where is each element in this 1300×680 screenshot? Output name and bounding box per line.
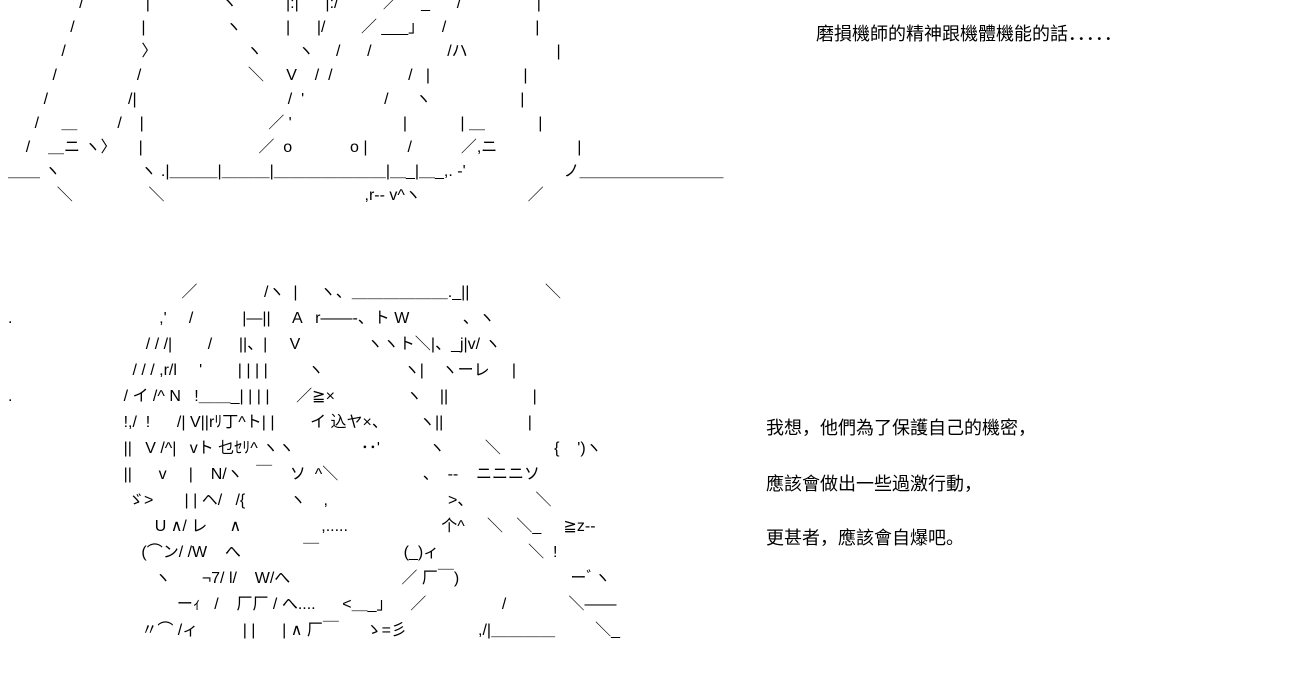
dialogue-caption-4: 更甚者，應該會自爆吧。 [766,528,964,549]
ascii-art-line: U ∧/ レ ∧ ,..... 个^ ＼ ＼_ ≧z-- [8,518,596,535]
ascii-art-line: / ＿ニ ヽ〉 | ／ o o | / ／,ニ | [8,139,582,156]
ascii-art-line: / / ＼ V / / / | | [8,67,528,84]
ascii-art-line: 〃⌒ /ィ | | | ∧ 厂￣ ゝ=彡 ,/|＿＿＿＿ ＼_ [8,622,620,639]
ascii-art-line: ＿＿ ヽ ヽ .|＿＿＿|＿＿＿|＿＿＿＿＿＿＿|＿_|＿_,. -' ノ＿＿＿… [8,163,724,180]
ascii-art-line: / 〉 ヽ ヽ / / /ハ | [8,43,561,60]
ascii-art-line: ＼ ＼ ,r-- v^ヽ ／ [8,187,544,204]
ascii-art-line: / | ヽ |:| |:/ ／ _ / | [8,0,541,12]
ascii-art-line: ／ /ヽ | ヽ、＿＿＿＿＿＿._|| ＼ [8,284,561,301]
dialogue-caption-1: 磨損機師的精神跟機體機能的話．．．．． [816,24,1122,45]
dialogue-caption-2: 我想，他們為了保護自己的機密， [766,418,1036,439]
ascii-art-line: / / /| / ||、| V ヽヽト＼|、_j|v/ ヽ [8,336,501,353]
ascii-art-character-bottom: ／ /ヽ | ヽ、＿＿＿＿＿＿._|| ＼ . ,' / |―|| A r――-、… [8,280,620,644]
ascii-art-line: !,/ ! /| V||rﾘ丁^ト| | イ 込ヤ×、 ヽ|| | [8,414,532,431]
ascii-art-line: . ,' / |―|| A r――-、ト W 、ヽ [8,310,495,327]
dialogue-caption-3: 應該會做出一些過激行動， [766,474,982,495]
ascii-art-line: / ＿ / | ／ ' | | ＿ | [8,115,543,132]
ascii-art-line: ヽ ¬7/ l/ W/へ ／ 厂￣) ーﾞヽ [8,570,611,587]
ascii-art-line: / /| / ' / ヽ | [8,91,525,108]
ascii-art-line: || v | N/ヽ ￣ ソ ^＼ 、 -‐ ニニニソ [8,466,541,483]
ascii-art-line: ゞ> | | ヘ/ /{ ヽ , >、 ＼ [8,492,552,509]
ascii-art-line: / | ヽ | |/ ／ ___」 / | [8,19,540,36]
ascii-art-mecha-top: / | ヽ |:| |:/ ／ _ / | / | ヽ | |/ ／ ___」 … [8,0,723,208]
ascii-art-line: || V /^| vト 乜ｾﾘ^ ヽヽ ･･' ヽ ＼ { ')ヽ [8,440,602,457]
ascii-art-line: . / イ /^ N !＿＿_| | | | ／≧× ヽ || | [8,388,537,405]
ascii-art-line: ーｨ / 厂厂 / へ.... <＿_」 ／ / ＼―― [8,596,617,613]
ascii-art-line: (⌒ン/ /W へ ￣ (_)ィ ＼ ! [8,544,558,561]
ascii-art-line: / / / ,r/l ' | | | | ヽ ヽ| ヽーレ | [8,362,517,379]
